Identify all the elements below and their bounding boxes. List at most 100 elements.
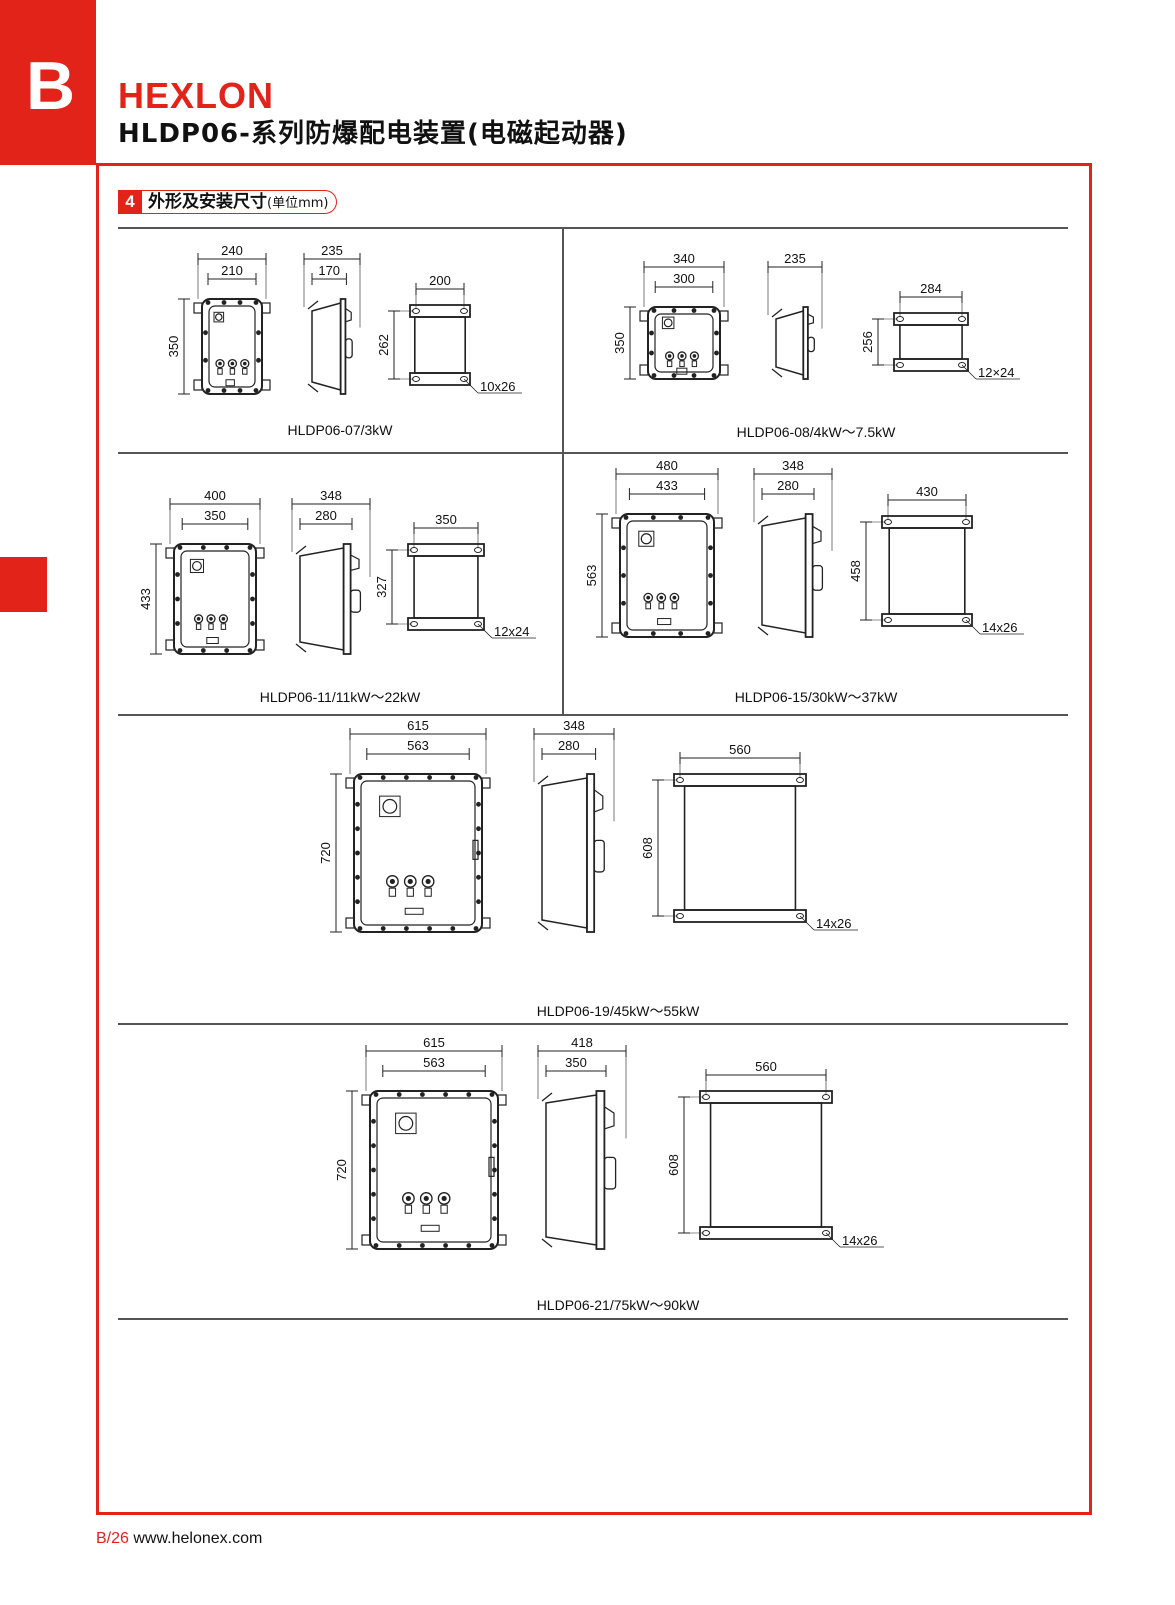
mounting-rail-top bbox=[881, 515, 973, 529]
mounting-hole bbox=[460, 376, 468, 382]
push-button-guard bbox=[679, 360, 685, 368]
bolt bbox=[427, 775, 432, 780]
side-lug bbox=[537, 775, 549, 785]
dimension-label: 284 bbox=[920, 281, 942, 296]
mounting-lug bbox=[639, 310, 649, 322]
side-lug bbox=[771, 368, 783, 378]
dimension-label: 350 bbox=[612, 332, 627, 354]
mounting-hole bbox=[410, 547, 418, 553]
mounting-hole bbox=[410, 621, 418, 627]
mounting-lug bbox=[361, 1234, 371, 1246]
bolt bbox=[678, 631, 684, 636]
bolt bbox=[623, 631, 629, 636]
push-button-center bbox=[405, 1195, 411, 1202]
side-flange bbox=[342, 543, 352, 655]
mounting-lug bbox=[713, 622, 723, 634]
bolt bbox=[247, 545, 253, 550]
bolt bbox=[200, 648, 206, 653]
bolt bbox=[711, 308, 717, 313]
push-button-guard bbox=[658, 602, 665, 610]
push-button-guard bbox=[440, 1204, 448, 1214]
dimension-label: 348 bbox=[320, 488, 342, 503]
bolt bbox=[649, 350, 654, 356]
bolt bbox=[450, 926, 456, 931]
push-button-guard bbox=[671, 602, 678, 610]
push-button-center bbox=[221, 617, 226, 621]
hole-size-label: 14x26 bbox=[982, 620, 1017, 635]
bolt bbox=[466, 1243, 472, 1248]
bolt bbox=[489, 1243, 495, 1248]
section-letter: B bbox=[26, 48, 76, 124]
bolt bbox=[476, 801, 481, 807]
mounting-hole bbox=[474, 547, 482, 553]
dimension-label: 280 bbox=[315, 508, 337, 523]
mounting-hole bbox=[676, 913, 684, 919]
mounting-hole bbox=[884, 617, 892, 623]
mounting-rail-top bbox=[407, 543, 485, 557]
isolator-knob bbox=[215, 313, 223, 321]
mounting-hole bbox=[962, 519, 970, 525]
bolt bbox=[250, 621, 255, 626]
bolt bbox=[705, 515, 711, 520]
side-lug bbox=[537, 921, 549, 931]
mounting-lug bbox=[345, 917, 355, 929]
dimension-label: 280 bbox=[558, 738, 580, 753]
bolt bbox=[380, 926, 386, 931]
mounting-lug bbox=[193, 302, 203, 314]
bolt bbox=[708, 573, 713, 578]
bolt bbox=[250, 596, 255, 602]
side-lug bbox=[541, 1092, 553, 1102]
dimension-label: 480 bbox=[656, 458, 678, 473]
dimension-label: 240 bbox=[221, 243, 243, 258]
bolt bbox=[623, 515, 629, 520]
mounting-hole bbox=[896, 362, 904, 368]
leader-line bbox=[477, 623, 493, 639]
dimension-label: 615 bbox=[423, 1035, 445, 1050]
enclosure-outline bbox=[619, 513, 715, 638]
bolt bbox=[373, 1243, 379, 1248]
bolt bbox=[175, 621, 180, 626]
push-button-center bbox=[407, 878, 413, 885]
bolt bbox=[404, 926, 409, 931]
push-button-center bbox=[672, 595, 677, 600]
side-handle bbox=[344, 338, 353, 359]
side-lug bbox=[307, 383, 319, 393]
push-button-center bbox=[209, 617, 213, 621]
push-button-guard bbox=[691, 360, 698, 368]
mounting-hole bbox=[412, 308, 420, 314]
bolt bbox=[492, 1118, 497, 1124]
bolt bbox=[621, 573, 626, 578]
bolt bbox=[396, 1243, 402, 1248]
dimension-label: 608 bbox=[640, 837, 655, 859]
bolt bbox=[420, 1243, 425, 1248]
bolt bbox=[355, 801, 360, 807]
dimension-label: 458 bbox=[848, 560, 863, 582]
website-link[interactable]: www.helonex.com bbox=[133, 1530, 263, 1547]
leader-line bbox=[463, 378, 479, 394]
enclosure-back bbox=[709, 1102, 823, 1228]
isolator-switch bbox=[189, 558, 205, 574]
side-body bbox=[299, 547, 345, 651]
push-button bbox=[643, 592, 654, 603]
hole-size-label: 14x26 bbox=[816, 916, 851, 931]
model-caption: HLDP06-19/45kW～55kW bbox=[536, 1003, 700, 1019]
dimension-label: 560 bbox=[755, 1059, 777, 1074]
dimension-label: 350 bbox=[565, 1055, 587, 1070]
hole-size-label: 12×24 bbox=[978, 365, 1015, 380]
side-switch-shaft bbox=[345, 307, 352, 323]
mounting-rail-bottom bbox=[881, 613, 973, 627]
mounting-rail-top bbox=[673, 773, 807, 787]
mounting-rail-bottom bbox=[893, 358, 969, 372]
dimension-label: 418 bbox=[571, 1035, 593, 1050]
bolt bbox=[621, 545, 626, 551]
mounting-lug bbox=[497, 1234, 507, 1246]
mounting-hole bbox=[962, 617, 970, 623]
push-button bbox=[656, 592, 667, 603]
nameplate bbox=[404, 907, 424, 915]
bolt bbox=[205, 388, 211, 393]
section-letter-block: B bbox=[0, 0, 96, 165]
push-button bbox=[227, 358, 238, 369]
mounting-lug bbox=[165, 639, 175, 651]
nameplate bbox=[657, 618, 672, 626]
